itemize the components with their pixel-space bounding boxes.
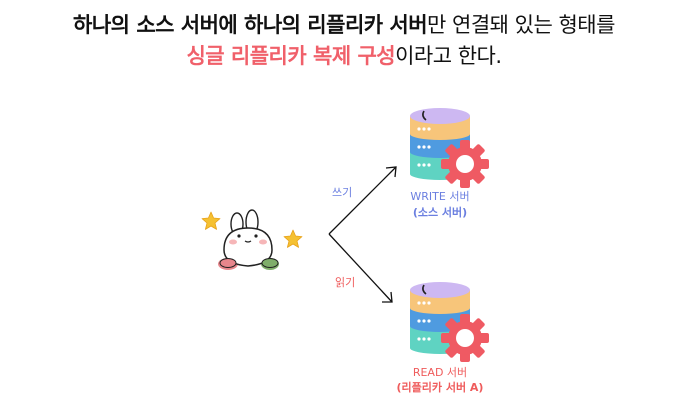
read-arrow-label: 읽기 <box>335 274 355 290</box>
write-arrow <box>329 167 396 234</box>
gear-icon <box>441 140 489 188</box>
write-server-name: WRITE 서버 <box>390 188 490 204</box>
read-server-role: (리플리카 서버 A) <box>370 379 510 395</box>
rabbit-icon <box>218 210 279 270</box>
write-server-role: (소스 서버) <box>390 204 490 220</box>
gear-icon <box>441 314 489 362</box>
read-arrow <box>329 234 392 302</box>
write-arrow-label: 쓰기 <box>332 184 352 200</box>
read-server-name: READ 서버 <box>390 364 490 380</box>
